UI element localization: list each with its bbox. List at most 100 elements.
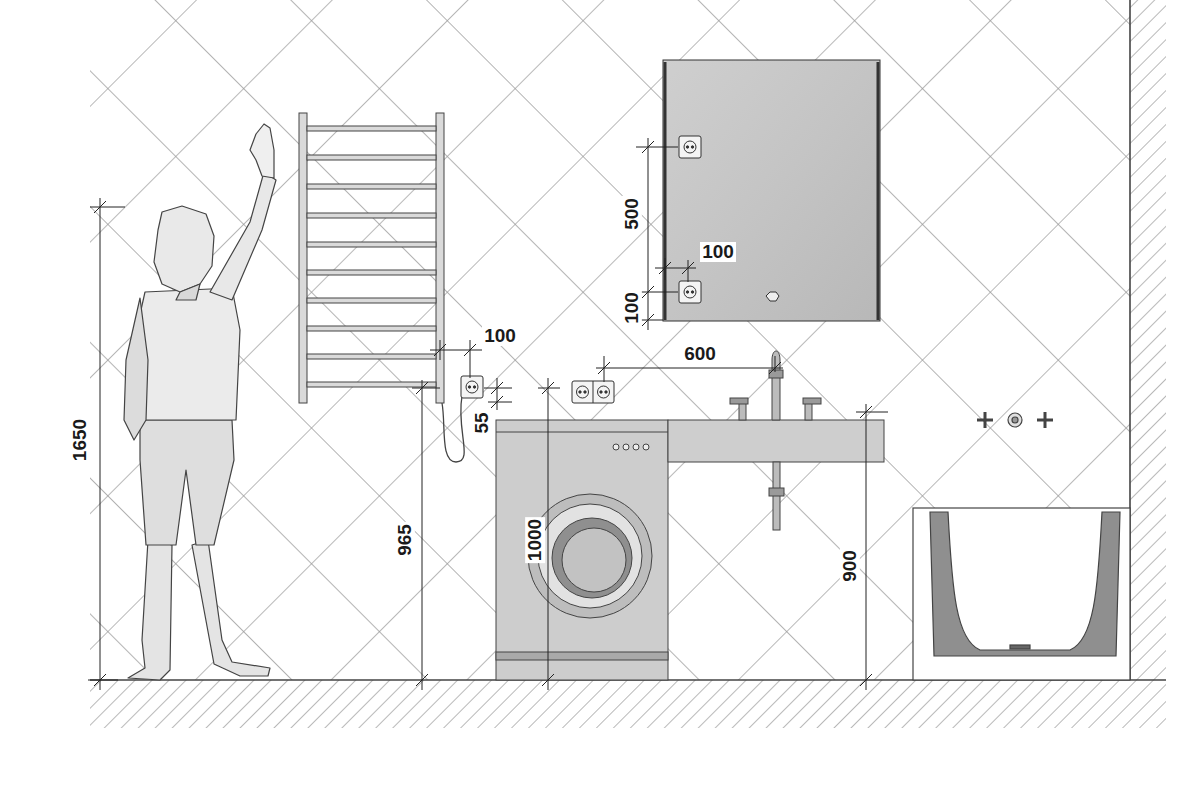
bath-controls xyxy=(977,412,1053,428)
towel-rail-part xyxy=(307,242,436,247)
power-sockets xyxy=(461,136,701,403)
power-sockets-part xyxy=(577,386,589,398)
wall-tiles xyxy=(90,0,1130,680)
vanity-basin-part xyxy=(769,488,784,496)
dimension-offset: 100 xyxy=(482,326,518,346)
power-sockets-part xyxy=(679,136,701,158)
bath-controls-part xyxy=(1008,413,1022,427)
vanity-basin-part xyxy=(803,398,821,404)
washing-machine-part xyxy=(496,432,668,433)
towel-rail-part xyxy=(299,113,307,403)
floor-and-wall xyxy=(90,0,1166,728)
power-sockets-part xyxy=(468,386,470,388)
human-figure-part xyxy=(128,540,172,680)
dimension-height: 100 xyxy=(622,290,642,326)
power-sockets-part xyxy=(461,376,483,398)
towel-rail-part xyxy=(307,213,436,218)
vanity-basin-part xyxy=(805,402,812,420)
bathtub-part xyxy=(1010,645,1030,649)
power-sockets-part xyxy=(466,381,478,393)
human-figure-part xyxy=(124,298,148,440)
washing-machine-part xyxy=(538,504,642,608)
washing-machine-part xyxy=(633,444,639,450)
dimension-lines-part xyxy=(856,404,888,690)
human-figure-part xyxy=(132,288,240,420)
towel-rail-part xyxy=(307,382,436,387)
power-sockets-part xyxy=(679,281,701,303)
power-sockets-part xyxy=(600,391,602,393)
dimension-height: 1650 xyxy=(70,417,90,463)
washing-machine-part xyxy=(552,518,632,598)
dimension-lines-part xyxy=(430,340,482,378)
mirror-cabinet-part xyxy=(766,292,779,301)
vanity-basin-part xyxy=(668,420,884,462)
towel-rail-part xyxy=(307,184,436,189)
towel-rail-part xyxy=(307,354,436,359)
dimension-height: 965 xyxy=(395,522,415,558)
vanity-basin xyxy=(668,351,884,530)
towel-rail-part xyxy=(307,126,436,131)
bath-controls-part xyxy=(1037,412,1053,428)
washing-machine-part xyxy=(613,444,619,450)
washing-machine-part xyxy=(528,494,652,618)
power-sockets-part xyxy=(584,391,586,393)
human-figure-part xyxy=(192,540,270,676)
bathtub-part xyxy=(913,508,1130,680)
dimension-lines-part xyxy=(484,378,512,410)
power-sockets-part xyxy=(684,141,696,153)
dimension-lines-part xyxy=(88,198,125,690)
washing-machine-part xyxy=(496,652,668,660)
dimension-height: 55 xyxy=(472,410,492,435)
dimension-height: 900 xyxy=(840,548,860,584)
towel-rail-part xyxy=(307,270,436,275)
power-sockets-part xyxy=(579,391,581,393)
power-sockets-part xyxy=(598,386,610,398)
power-sockets-part xyxy=(686,291,688,293)
washing-machine-part xyxy=(623,444,629,450)
power-sockets-part xyxy=(593,381,594,403)
human-figure-part xyxy=(140,420,234,545)
bath-controls-part xyxy=(977,412,993,428)
vanity-basin-part xyxy=(730,398,748,404)
towel-rail-part xyxy=(307,155,436,160)
bathtub-part xyxy=(930,512,1120,656)
human-figure-part xyxy=(210,172,276,300)
dimension-lines-part xyxy=(412,380,440,690)
bathtub xyxy=(913,508,1130,680)
vanity-basin-part xyxy=(772,351,780,420)
power-sockets-part xyxy=(691,291,693,293)
power-sockets-part xyxy=(686,146,688,148)
washing-machine-part xyxy=(562,528,626,592)
power-sockets-part xyxy=(684,286,696,298)
dimension-lines-part xyxy=(636,138,678,300)
towel-rail-part xyxy=(442,396,464,462)
floor-and-wall-part xyxy=(90,680,1166,728)
dimension-width: 600 xyxy=(682,344,718,364)
floor-and-wall-part xyxy=(1130,0,1166,680)
towel-rail-part xyxy=(307,298,436,303)
dimension-lines xyxy=(88,138,888,690)
washing-machine xyxy=(496,420,668,680)
dimension-offset: 100 xyxy=(700,242,736,262)
human-figure xyxy=(124,124,276,680)
human-figure-part xyxy=(250,124,274,178)
human-figure-part xyxy=(154,206,214,292)
mirror-cabinet-part xyxy=(664,62,667,320)
dimension-lines-part xyxy=(655,258,696,282)
human-figure-part xyxy=(176,284,200,300)
power-sockets-part xyxy=(605,391,607,393)
washing-machine-part xyxy=(496,420,668,680)
towel-rail-part xyxy=(307,326,436,331)
power-sockets-part xyxy=(691,146,693,148)
vanity-basin-part xyxy=(739,402,746,420)
power-sockets-part xyxy=(473,386,475,388)
bath-controls-part xyxy=(1012,417,1018,423)
dimension-height: 1000 xyxy=(525,517,545,563)
towel-rail xyxy=(299,113,464,462)
washing-machine-part xyxy=(643,444,649,450)
mirror-cabinet-part xyxy=(877,62,880,320)
mirror-cabinet-part xyxy=(663,60,880,321)
